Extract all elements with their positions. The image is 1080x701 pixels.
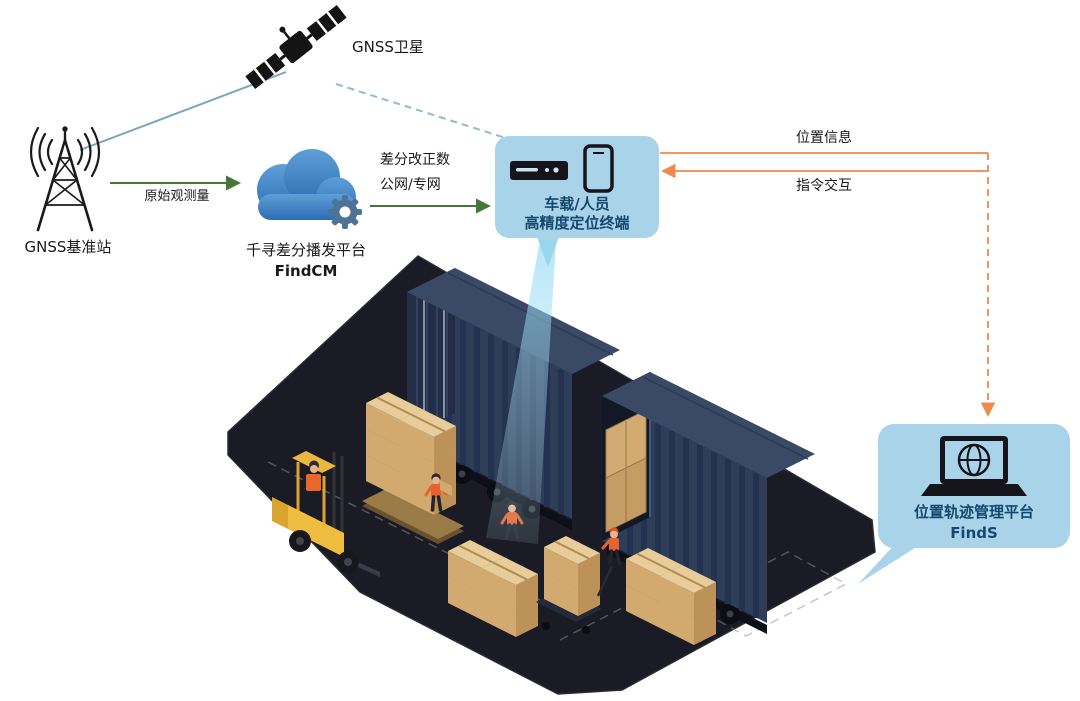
base-station-label: GNSS基准站	[24, 238, 112, 256]
track-platform-bubble	[858, 424, 1070, 584]
position-info-label: 位置信息	[796, 130, 852, 146]
cloud-platform-name: 千寻差分播发平台	[245, 241, 366, 259]
connection-lines	[79, 71, 996, 417]
corrections-label-line1: 差分改正数	[380, 152, 450, 168]
warehouse-scene	[227, 255, 876, 695]
radio-tower-icon	[29, 126, 101, 232]
raw-observation-label: 原始观测量	[144, 189, 210, 204]
smartphone-icon	[583, 144, 614, 193]
satellite-icon	[245, 4, 347, 90]
container-cargo-boxes	[605, 409, 647, 533]
worker-pushing-jack	[601, 527, 622, 566]
satellite-to-station-line	[79, 71, 287, 151]
corrections-label-line2: 公网/专网	[380, 177, 441, 193]
pallet-jack	[536, 535, 614, 634]
positioning-beam	[486, 240, 556, 544]
cloud-platform-product: FindCM	[274, 262, 338, 280]
worker-carrying-box	[424, 473, 452, 512]
satellite-label: GNSS卫星	[352, 38, 424, 56]
command-interaction-label: 指令交互	[796, 178, 852, 194]
cloud-gear-icon	[257, 149, 362, 229]
forklift	[272, 451, 380, 577]
terminal-label-line2: 高精度定位终端	[524, 214, 630, 232]
gear-icon	[328, 195, 362, 229]
satellite-to-terminal-dashed-line	[335, 83, 513, 141]
track-platform-name: 位置轨迹管理平台	[913, 503, 1034, 521]
vehicle-terminal-icon	[510, 161, 568, 180]
laptop-globe-icon	[921, 436, 1027, 496]
terminal-label-line1: 车载/人员	[544, 195, 610, 213]
track-platform-product: FindS	[950, 524, 998, 542]
